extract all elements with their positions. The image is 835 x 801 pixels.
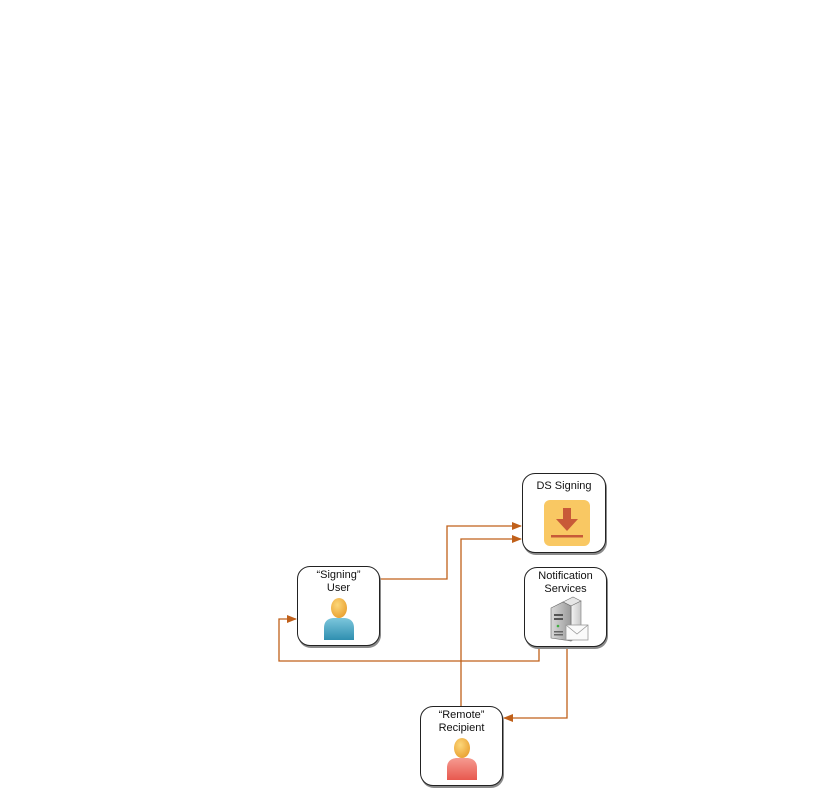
node-signing-user[interactable]: “Signing” User xyxy=(297,566,380,646)
node-remote-recipient[interactable]: “Remote” Recipient xyxy=(420,706,503,786)
download-icon xyxy=(543,499,591,547)
edge-signing-user-to-ds-signing xyxy=(380,522,522,580)
user-icon xyxy=(444,737,480,781)
edge-notification-to-signing-user xyxy=(278,615,540,662)
node-ds-signing[interactable]: DS Signing xyxy=(522,473,606,553)
node-label: Notification Services xyxy=(538,570,593,595)
node-label: “Signing” User xyxy=(316,569,361,594)
node-notification-services[interactable]: Notification Services xyxy=(524,567,607,647)
user-icon xyxy=(321,597,357,641)
edge-remote-recipient-to-ds-signing xyxy=(460,535,522,706)
server-mail-icon xyxy=(547,596,589,644)
node-label: “Remote” Recipient xyxy=(438,709,485,734)
node-label: DS Signing xyxy=(536,480,592,492)
edge-notification-to-remote-recipient xyxy=(503,647,568,722)
